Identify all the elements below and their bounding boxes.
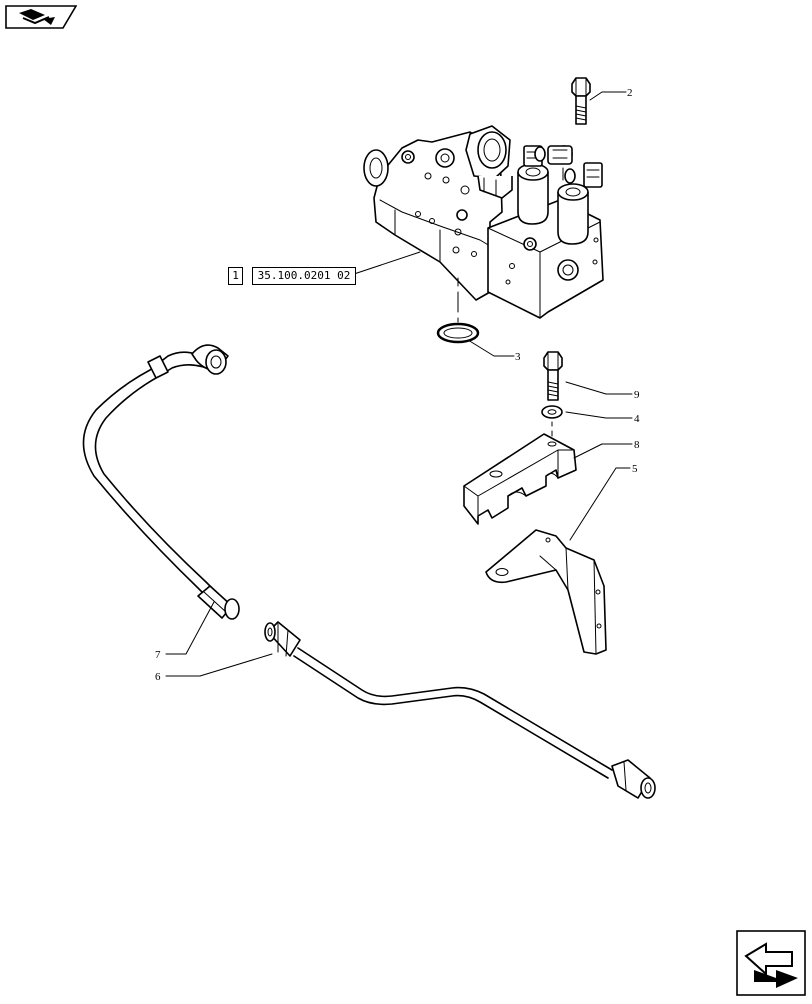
- reference-code-link[interactable]: 35.100.0201 02: [252, 267, 356, 285]
- callout-labels: 2 3 9 4 8 5 7 6: [155, 87, 640, 683]
- bolt-9: [543, 351, 563, 401]
- valve-block: [363, 125, 604, 319]
- o-ring-3: [436, 322, 480, 344]
- clamp-block-8: [463, 433, 577, 525]
- callout-8: 8: [634, 439, 640, 451]
- callout-6: 6: [155, 671, 161, 683]
- book-arrow-icon: [5, 5, 78, 29]
- rigid-pipe-6: [264, 621, 656, 799]
- book-nav-button[interactable]: [5, 5, 78, 29]
- washer-4: [541, 405, 563, 419]
- next-page-arrow-icon: [736, 930, 806, 996]
- flexible-hose-7: [82, 344, 240, 620]
- reference-index-box[interactable]: 1: [228, 267, 243, 285]
- callout-5: 5: [632, 463, 638, 475]
- next-page-button[interactable]: [736, 930, 806, 996]
- callout-2: 2: [627, 87, 633, 99]
- leader-lines: [165, 91, 633, 677]
- callout-7: 7: [155, 649, 161, 661]
- bolt-2: [571, 77, 591, 125]
- callout-4: 4: [634, 413, 640, 425]
- callout-9: 9: [634, 389, 640, 401]
- callout-3: 3: [515, 351, 521, 363]
- l-bracket-5: [485, 529, 607, 655]
